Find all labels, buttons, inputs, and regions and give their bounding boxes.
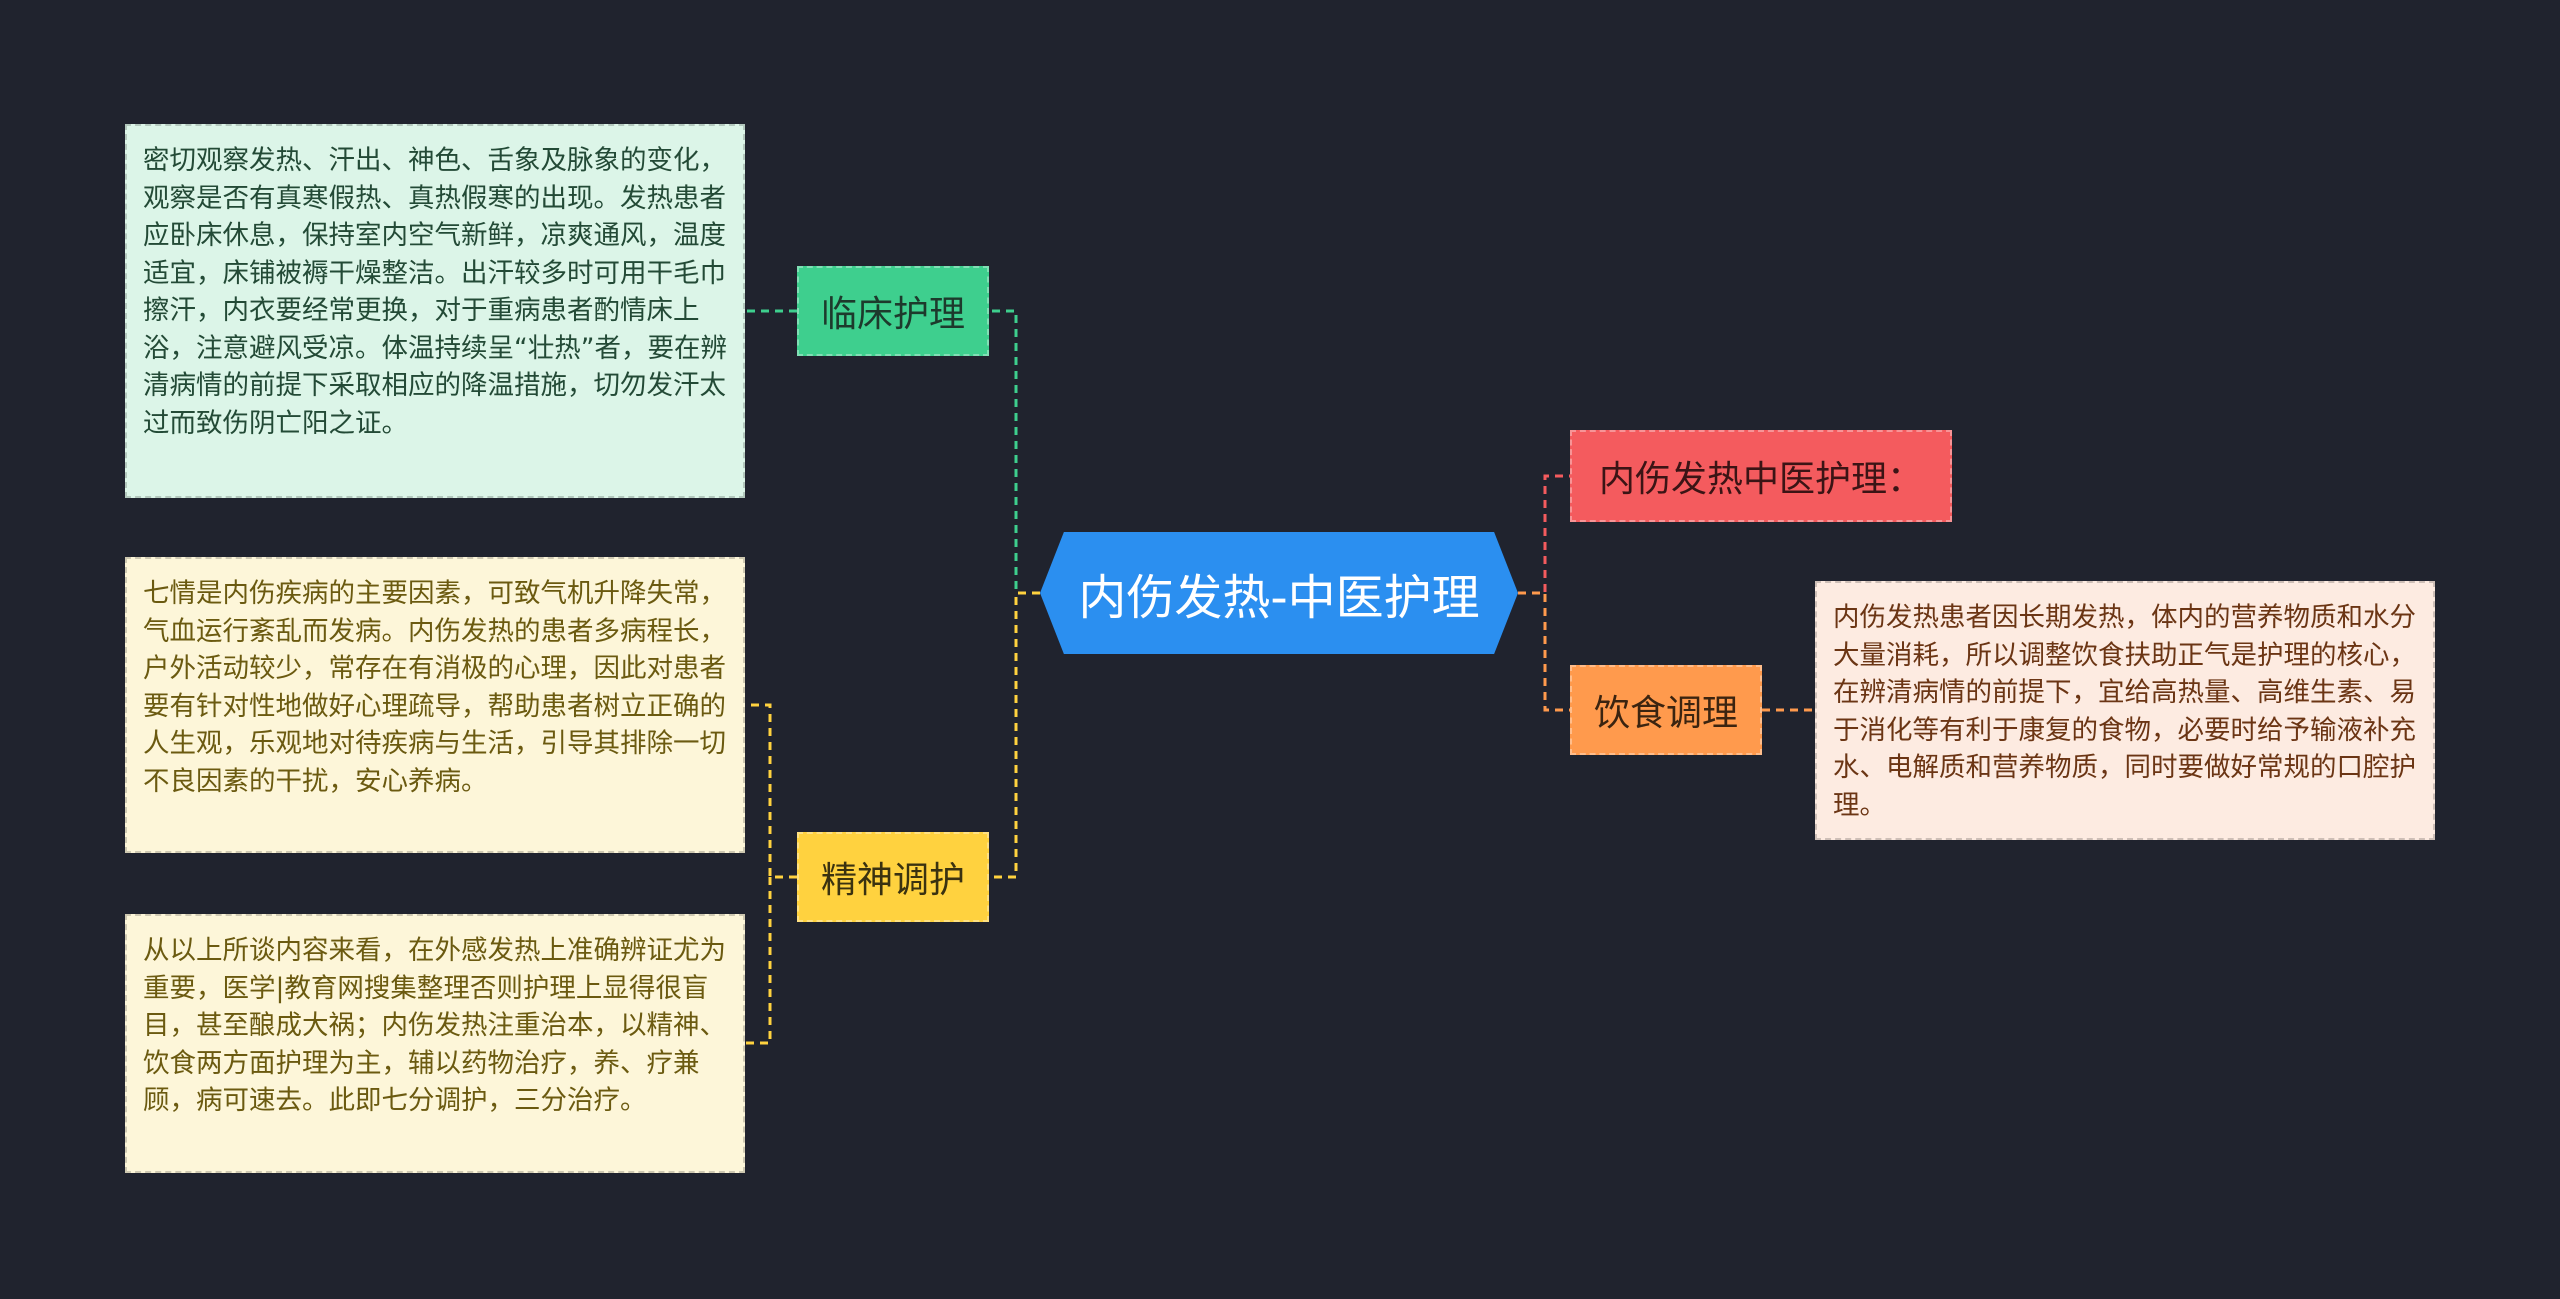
- branch-clinical-label: 临床护理: [820, 294, 965, 335]
- connector-root-mental: [989, 591, 1040, 879]
- branch-mental-care[interactable]: 精神调护: [797, 832, 989, 922]
- branch-diet-care[interactable]: 饮食调理: [1570, 665, 1762, 755]
- connector-root-clinical: [989, 309, 1040, 595]
- connector-root-title: [1518, 474, 1570, 595]
- connector-mental-leaves: [745, 703, 797, 1045]
- branch-diet-label: 饮食调理: [1593, 693, 1738, 734]
- root-label: 内伤发热-中医护理: [1078, 570, 1480, 626]
- leaf-diet-text[interactable]: 内伤发热患者因长期发热，体内的营养物质和水分大量消耗，所以调整饮食扶助正气是护理…: [1815, 581, 2435, 840]
- branch-mental-label: 精神调护: [820, 860, 965, 901]
- connector-root-diet: [1518, 591, 1570, 712]
- branch-title-label: 内伤发热中医护理：: [1598, 459, 1923, 500]
- leaf-clinical-text[interactable]: 密切观察发热、汗出、神色、舌象及脉象的变化，观察是否有真寒假热、真热假寒的出现。…: [125, 124, 745, 498]
- root-node[interactable]: 内伤发热-中医护理: [1040, 532, 1518, 654]
- branch-nursing-title[interactable]: 内伤发热中医护理：: [1570, 430, 1952, 522]
- leaf-mental-text-2[interactable]: 从以上所谈内容来看，在外感发热上准确辨证尤为重要，医学|教育网搜集整理否则护理上…: [125, 914, 745, 1173]
- leaf-mental-text-1[interactable]: 七情是内伤疾病的主要因素，可致气机升降失常，气血运行紊乱而发病。内伤发热的患者多…: [125, 557, 745, 853]
- branch-clinical-care[interactable]: 临床护理: [797, 266, 989, 356]
